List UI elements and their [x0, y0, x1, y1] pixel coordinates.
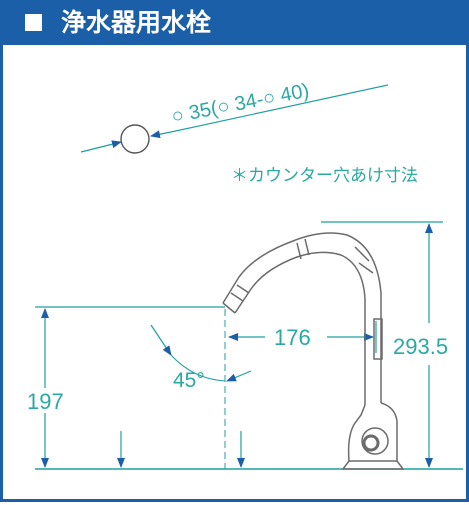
spout-band-2	[304, 238, 310, 256]
lever-handle	[373, 318, 383, 360]
hose-inner-ring	[362, 434, 380, 452]
hole-circle	[120, 124, 150, 154]
angle-label: 45°	[173, 369, 205, 392]
angle-arc	[170, 354, 226, 382]
spout-tip	[222, 302, 236, 314]
square-bullet-icon	[25, 14, 42, 31]
spout-band-1	[296, 242, 302, 260]
spout-inner-edge	[234, 251, 366, 405]
hose-outer-ring	[361, 427, 389, 455]
hole-leader-line	[170, 84, 389, 133]
reach-dimension: 176	[228, 321, 377, 353]
spout-band-4	[358, 262, 374, 274]
faucet-drawing: ○ 35(○ 34-○ 40) ＊カウンター穴あけ寸法 197 45° 1	[27, 80, 463, 470]
spout-height-dimension: 197	[27, 306, 245, 468]
faucet-outline	[222, 232, 405, 470]
total-height-dimension: 293.5	[321, 221, 448, 468]
hole-diameter-callout: ○ 35(○ 34-○ 40)	[80, 80, 389, 154]
angle-arrow-right	[226, 370, 252, 382]
page-title: 浄水器用水栓	[61, 8, 212, 37]
hole-leader-right	[150, 130, 172, 139]
angle-arrow-left	[150, 324, 172, 356]
spout-band-3	[354, 246, 370, 262]
spout-ring-1	[230, 292, 244, 302]
spout-outer-edge	[222, 232, 382, 403]
hole-diameter-label: ○ 35(○ 34-○ 40)	[170, 80, 311, 128]
spout-ring-2	[236, 284, 250, 294]
counter-note: ＊カウンター穴あけ寸法	[231, 166, 418, 185]
header-bar: 浄水器用水栓	[3, 3, 469, 45]
hole-leader-left	[80, 140, 122, 153]
angle-dimension: 45°	[150, 324, 252, 392]
spout-height-label: 197	[27, 389, 64, 414]
faucet-body	[347, 402, 398, 462]
faucet-base	[341, 460, 405, 470]
total-height-label: 293.5	[393, 334, 448, 359]
reach-label: 176	[274, 325, 311, 350]
